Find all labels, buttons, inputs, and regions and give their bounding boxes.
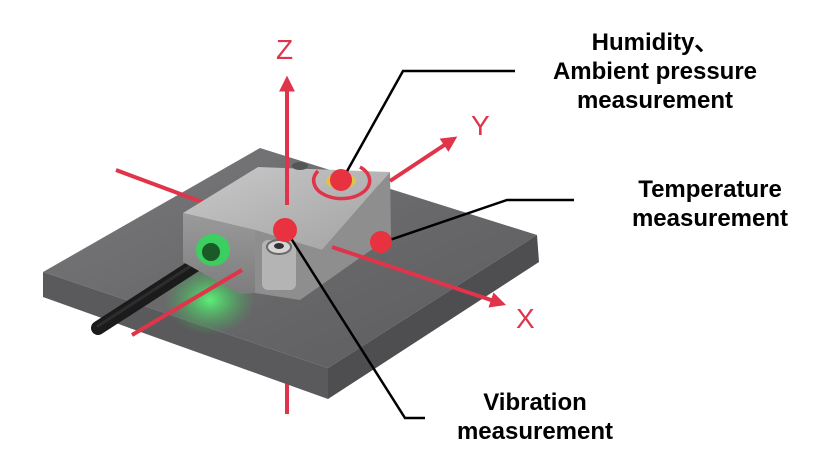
humidity-line-2: Ambient pressure [552, 58, 758, 85]
cable [91, 255, 207, 335]
vibration-marker [273, 218, 297, 242]
vibration-line-2: measurement [456, 418, 614, 445]
temperature-marker [370, 231, 392, 253]
x-axis-negative [130, 268, 244, 337]
y-axis-label: Y [471, 110, 490, 141]
vibration-callout: Vibration measurement [430, 388, 640, 446]
x-axis-label: X [516, 303, 535, 334]
y-axis-negative [115, 168, 211, 207]
y-axis [388, 136, 458, 183]
humidity-marker [330, 169, 352, 191]
humidity-callout: Humidity、 Ambient pressure measurement [520, 28, 790, 115]
vibration-line-1: Vibration [483, 389, 587, 416]
z-axis-label: Z [276, 34, 294, 65]
vibration-callout-line [285, 231, 425, 420]
x-axis [331, 245, 507, 308]
temperature-line-2: measurement [631, 205, 789, 232]
rotation-arc [311, 165, 372, 201]
temperature-callout-line [380, 198, 574, 245]
humidity-line-1: Humidity、 [591, 29, 719, 56]
humidity-line-3: measurement [576, 87, 734, 114]
temperature-line-1: Temperature [638, 176, 782, 203]
temperature-callout: Temperature measurement [600, 175, 820, 233]
led-connector [196, 234, 230, 266]
humidity-callout-line [339, 69, 515, 183]
